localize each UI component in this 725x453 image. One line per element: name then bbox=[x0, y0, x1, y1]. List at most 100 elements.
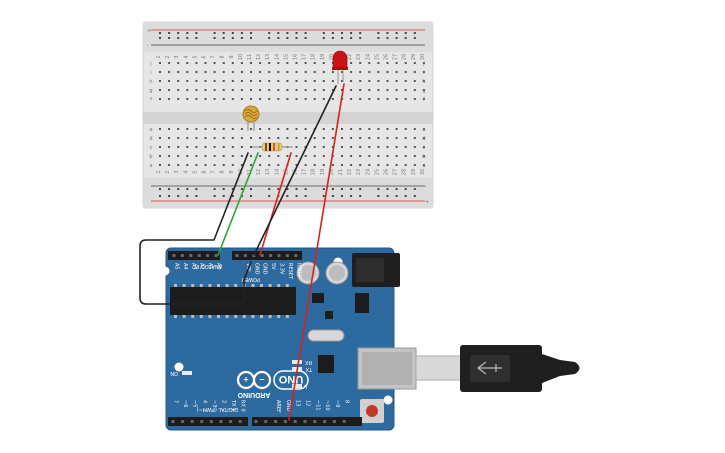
strip-hole bbox=[395, 128, 398, 130]
header-pin[interactable] bbox=[285, 254, 289, 257]
rail-hole bbox=[186, 195, 189, 197]
pin-label: ~3 bbox=[211, 400, 217, 407]
header-pin[interactable] bbox=[264, 420, 268, 423]
rail-hole bbox=[222, 188, 225, 190]
strip-hole bbox=[413, 155, 416, 157]
header-pin[interactable] bbox=[171, 420, 175, 423]
rail-hole bbox=[350, 32, 353, 34]
strip-hole bbox=[341, 137, 343, 139]
strip-hole bbox=[168, 89, 171, 91]
header-pin[interactable] bbox=[293, 420, 297, 423]
chip-pin bbox=[268, 315, 272, 318]
column-number: 26 bbox=[384, 169, 390, 175]
strip-hole bbox=[413, 89, 416, 91]
row-letter: c bbox=[423, 145, 426, 151]
rail-plus-label-bottom: + bbox=[425, 199, 429, 205]
strip-hole bbox=[168, 62, 171, 64]
header-pin[interactable] bbox=[238, 420, 242, 423]
header-pin[interactable] bbox=[235, 254, 239, 257]
strip-hole bbox=[322, 164, 325, 166]
rail-hole bbox=[231, 188, 234, 190]
rail-hole bbox=[413, 188, 416, 190]
strip-hole bbox=[231, 146, 234, 148]
header-pin[interactable] bbox=[260, 254, 264, 257]
header-pin[interactable] bbox=[277, 254, 281, 257]
strip-hole bbox=[395, 62, 398, 64]
wire-black-ground-loop[interactable] bbox=[139, 152, 252, 305]
strip-hole bbox=[177, 128, 180, 130]
row-letter: b bbox=[149, 154, 152, 160]
strip-hole bbox=[413, 62, 416, 64]
header-pin[interactable] bbox=[214, 254, 218, 257]
pin-label: ~11 bbox=[314, 400, 320, 411]
column-number: 20 bbox=[329, 54, 335, 60]
header-pin[interactable] bbox=[269, 254, 273, 257]
strip-hole bbox=[341, 89, 343, 91]
rail-hole bbox=[322, 188, 325, 190]
header-pin[interactable] bbox=[274, 420, 278, 423]
header-pin[interactable] bbox=[200, 420, 204, 423]
led-red[interactable] bbox=[332, 50, 348, 84]
header-pin[interactable] bbox=[180, 254, 184, 257]
column-number: 5 bbox=[192, 170, 198, 173]
header-pin[interactable] bbox=[294, 254, 298, 257]
strip-hole bbox=[304, 80, 307, 82]
header-pin[interactable] bbox=[181, 420, 185, 423]
header-pin[interactable] bbox=[197, 254, 201, 257]
header-pin[interactable] bbox=[342, 420, 346, 423]
strip-hole bbox=[377, 80, 380, 82]
mount-hole bbox=[383, 395, 393, 405]
header-pin[interactable] bbox=[206, 254, 210, 257]
strip-hole bbox=[259, 155, 262, 157]
strip-hole bbox=[240, 98, 243, 100]
rail-hole bbox=[222, 32, 225, 34]
strip-hole bbox=[186, 164, 189, 166]
strip-hole bbox=[313, 155, 316, 157]
pin-label: VIN bbox=[245, 263, 251, 272]
rail-hole bbox=[404, 195, 407, 197]
strip-hole bbox=[359, 128, 362, 130]
header-pin[interactable] bbox=[313, 420, 317, 423]
header-pin[interactable] bbox=[229, 420, 233, 423]
wire-red-pin11[interactable] bbox=[288, 83, 345, 421]
strip-hole bbox=[159, 80, 161, 82]
wire-red-5v[interactable] bbox=[259, 152, 292, 256]
header-pin[interactable] bbox=[323, 420, 327, 423]
strip-hole bbox=[186, 98, 189, 100]
pin-label: 12 bbox=[305, 400, 311, 406]
strip-hole bbox=[341, 71, 343, 73]
strip-hole bbox=[386, 128, 389, 130]
header-pin[interactable] bbox=[243, 254, 247, 257]
strip-hole bbox=[240, 137, 243, 139]
strip-hole bbox=[204, 155, 207, 157]
wire-black-led-gnd[interactable] bbox=[253, 85, 337, 256]
header-pin[interactable] bbox=[303, 420, 307, 423]
header-pin[interactable] bbox=[189, 254, 193, 257]
rail-hole bbox=[286, 188, 289, 190]
strip-hole bbox=[313, 62, 316, 64]
chip-pin bbox=[182, 315, 186, 318]
header-pin[interactable] bbox=[254, 420, 258, 423]
analog-in-label: ANALOG IN bbox=[194, 263, 222, 269]
header-pin[interactable] bbox=[190, 420, 194, 423]
header-pin[interactable] bbox=[219, 420, 223, 423]
column-number: 19 bbox=[320, 169, 326, 175]
strip-hole bbox=[259, 62, 262, 64]
column-number: 24 bbox=[365, 54, 371, 60]
wire-green-a0[interactable] bbox=[217, 152, 259, 256]
strip-hole bbox=[168, 146, 171, 148]
strip-hole bbox=[286, 98, 289, 100]
pin-label: A4 bbox=[182, 263, 188, 270]
header-pin[interactable] bbox=[209, 420, 213, 423]
strip-hole bbox=[413, 137, 416, 139]
usb-cable[interactable] bbox=[415, 345, 580, 392]
strip-hole bbox=[422, 137, 425, 139]
header-pin[interactable] bbox=[332, 420, 336, 423]
header-pin[interactable] bbox=[172, 254, 176, 257]
resistor[interactable] bbox=[252, 142, 293, 152]
header-pin[interactable] bbox=[283, 420, 287, 423]
strip-hole bbox=[350, 137, 353, 139]
photoresistor[interactable] bbox=[242, 105, 260, 131]
strip-hole bbox=[222, 155, 225, 157]
pin-label: AREF bbox=[275, 400, 281, 413]
